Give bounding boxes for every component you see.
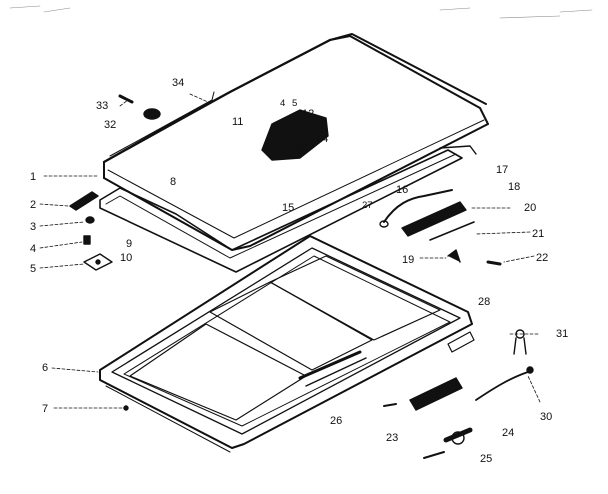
callout-11: 11 (232, 116, 244, 128)
callout-1: 1 (30, 171, 37, 183)
callout-32: 32 (104, 119, 117, 131)
callout-34: 34 (172, 77, 185, 89)
callout-4: 4 (30, 243, 37, 255)
callout-7: 7 (42, 403, 49, 415)
door-gasket (99, 145, 477, 273)
callout-16: 16 (396, 184, 409, 196)
callout-31: 31 (556, 328, 569, 340)
lid-panel (9, 5, 593, 251)
callout-21: 21 (532, 228, 545, 240)
callout-2: 2 (30, 199, 37, 211)
callout-15: 15 (282, 202, 295, 214)
callout-8: 8 (170, 176, 177, 188)
callout-4b: 4 (280, 98, 286, 109)
callout-6b: 6 (296, 144, 302, 155)
callout-23: 23 (386, 432, 399, 444)
callout-9: 9 (126, 238, 133, 250)
callout-25: 25 (480, 453, 493, 465)
cabinet-frame (99, 235, 473, 453)
callout-30: 30 (540, 411, 553, 423)
callout-28: 28 (478, 296, 491, 308)
callout-33: 33 (96, 100, 109, 112)
callout-5: 5 (30, 263, 37, 275)
callout-26: 26 (330, 415, 343, 427)
callout-13: 13 (314, 120, 327, 132)
callout-14: 14 (316, 133, 329, 145)
power-cord (383, 249, 534, 459)
callout-5b: 5 (292, 98, 298, 109)
leader-lines (39, 93, 541, 409)
hinge-assembly (69, 94, 161, 411)
callout-19: 19 (402, 254, 415, 266)
callout-20: 20 (524, 202, 537, 214)
callout-12: 12 (302, 108, 315, 120)
callout-10: 10 (120, 252, 133, 264)
callout-17: 17 (496, 164, 509, 176)
handle-bar (379, 189, 475, 241)
callout-22: 22 (536, 252, 549, 264)
callout-24: 24 (502, 427, 515, 439)
callout-6: 6 (42, 362, 49, 374)
callout-27: 27 (362, 200, 373, 211)
callout-3: 3 (30, 221, 37, 233)
callout-18: 18 (508, 181, 521, 193)
